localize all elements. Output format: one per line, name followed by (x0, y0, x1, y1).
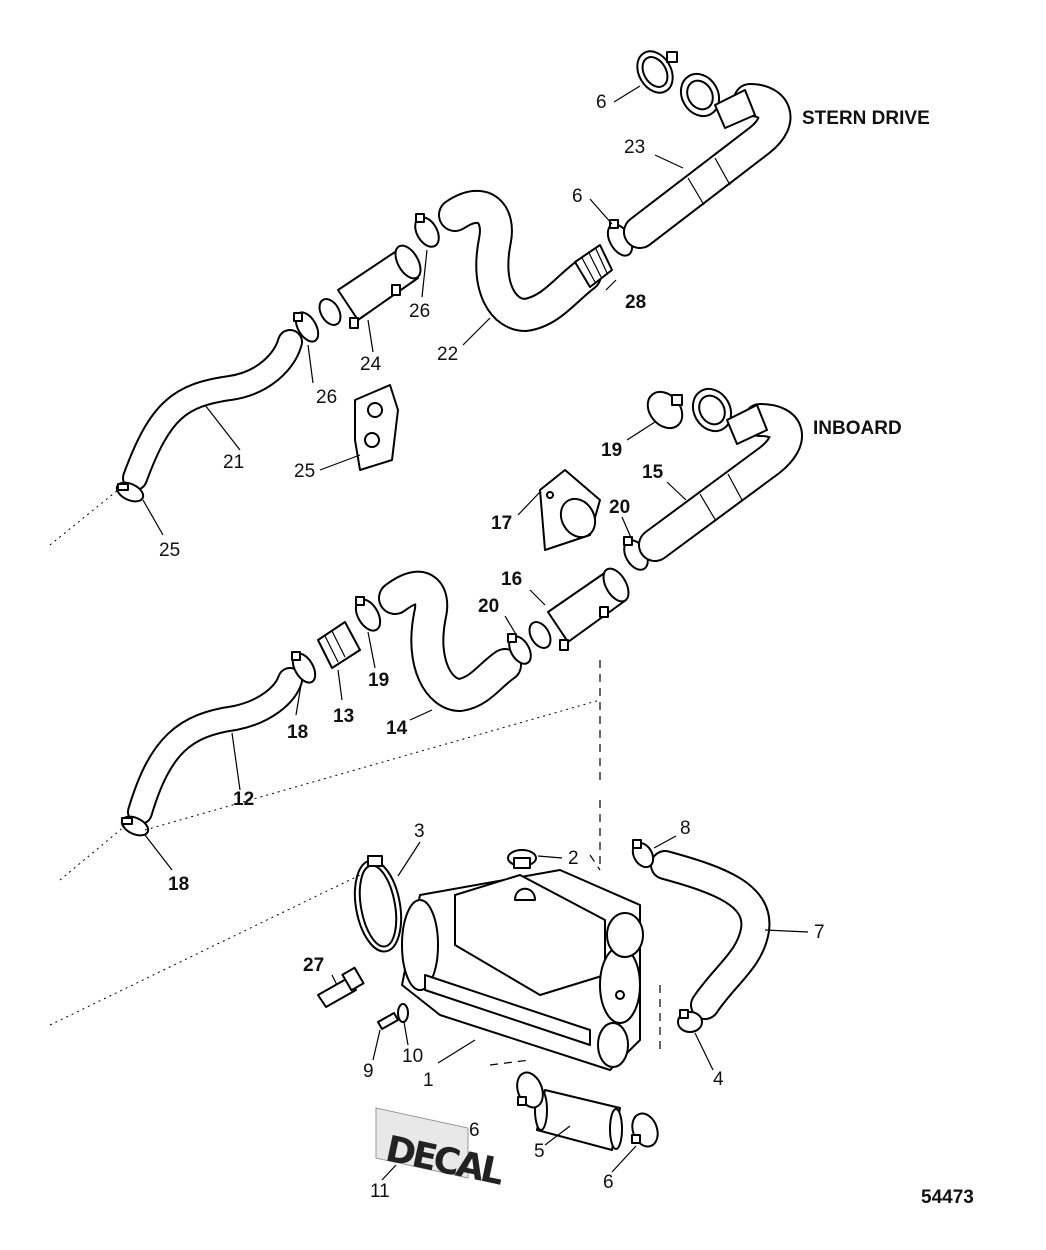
clamp-20-left (507, 633, 532, 665)
coupler-13 (317, 621, 361, 669)
callout-17: 17 (491, 513, 512, 534)
hose-15 (638, 403, 803, 562)
callout-10: 10 (402, 1046, 423, 1067)
callout-20-a: 20 (609, 497, 630, 518)
callout-11: 11 (370, 1181, 390, 1202)
hose-23 (623, 83, 792, 249)
hose-21 (122, 329, 303, 491)
callout-13: 13 (333, 706, 354, 727)
muffler-24 (318, 244, 422, 329)
clamp-26-right (414, 213, 440, 248)
elbow-inboard (691, 387, 768, 445)
clamp-19-top (646, 390, 684, 430)
callout-3: 3 (414, 821, 425, 842)
hose-14 (378, 570, 522, 712)
clamp-6-hose5-right (631, 1112, 659, 1148)
bracket-17 (539, 469, 601, 551)
clamp-18-lower (120, 815, 150, 837)
hose-5 (534, 1089, 623, 1151)
callout-8: 8 (680, 818, 691, 839)
inboard-assembly (120, 387, 803, 837)
reference-lines (49, 489, 661, 1066)
callout-27: 27 (303, 955, 324, 976)
callout-26-a: 26 (409, 301, 430, 322)
clamp-18-upper (291, 651, 317, 684)
callout-24: 24 (360, 354, 382, 375)
callout-22: 22 (437, 344, 458, 365)
callout-6-bottom: 6 (603, 1172, 614, 1193)
washer-10 (397, 1003, 409, 1023)
callout-25-b: 25 (159, 540, 180, 561)
callouts: STERN DRIVE INBOARD 6 23 6 28 26 24 22 2… (159, 92, 974, 1208)
callout-6-top: 6 (596, 92, 607, 113)
callout-1: 1 (423, 1070, 434, 1091)
callout-16: 16 (501, 569, 522, 590)
callout-20-b: 20 (478, 596, 499, 617)
clamp-6-hose5-left (516, 1071, 544, 1109)
leader-lines (142, 85, 809, 1181)
callout-19-a: 19 (601, 440, 622, 461)
clamp-4 (677, 1009, 703, 1033)
callout-4: 4 (713, 1069, 724, 1090)
callout-28: 28 (625, 292, 646, 313)
inboard-label: INBOARD (813, 418, 902, 439)
callout-5: 5 (534, 1141, 545, 1162)
callout-6-decal: 6 (469, 1120, 480, 1141)
coupler-28 (574, 244, 613, 288)
fitting-27 (317, 966, 365, 1008)
callout-21: 21 (223, 452, 244, 473)
muffler-16 (528, 567, 630, 651)
callout-6-mid: 6 (572, 186, 583, 207)
callout-7: 7 (814, 922, 825, 943)
callout-9: 9 (363, 1061, 374, 1082)
clamp-8 (631, 839, 655, 869)
callout-12: 12 (233, 789, 254, 810)
figure-number: 54473 (921, 1187, 974, 1208)
clamp-6-top (636, 50, 678, 94)
callout-2: 2 (568, 848, 579, 869)
callout-25-a: 25 (294, 461, 315, 482)
clamp-26-left (293, 311, 320, 343)
callout-14: 14 (386, 718, 408, 739)
hose-22 (438, 189, 602, 332)
hose-7 (650, 850, 771, 1020)
callout-15: 15 (642, 462, 664, 483)
bracket-25 (354, 384, 399, 471)
decal-11: DECAL (375, 1107, 507, 1193)
band-clamp-3 (353, 855, 403, 953)
screw-9 (377, 1012, 399, 1030)
callout-18-b: 18 (168, 874, 189, 895)
clamp-19-left (354, 596, 382, 632)
callout-26-b: 26 (316, 387, 337, 408)
heat-exchanger-1 (401, 869, 644, 1071)
callout-18-a: 18 (287, 722, 308, 743)
heat-exchanger-assembly: DECAL (317, 839, 771, 1193)
stern-drive-assembly (115, 50, 792, 503)
clamp-25-lower (115, 481, 145, 503)
hose-12 (127, 667, 303, 825)
cap-2 (507, 849, 537, 869)
callout-19-b: 19 (368, 670, 389, 691)
elbow-stern-drive (679, 72, 756, 129)
callout-23: 23 (624, 137, 645, 158)
stern-drive-label: STERN DRIVE (802, 108, 930, 129)
